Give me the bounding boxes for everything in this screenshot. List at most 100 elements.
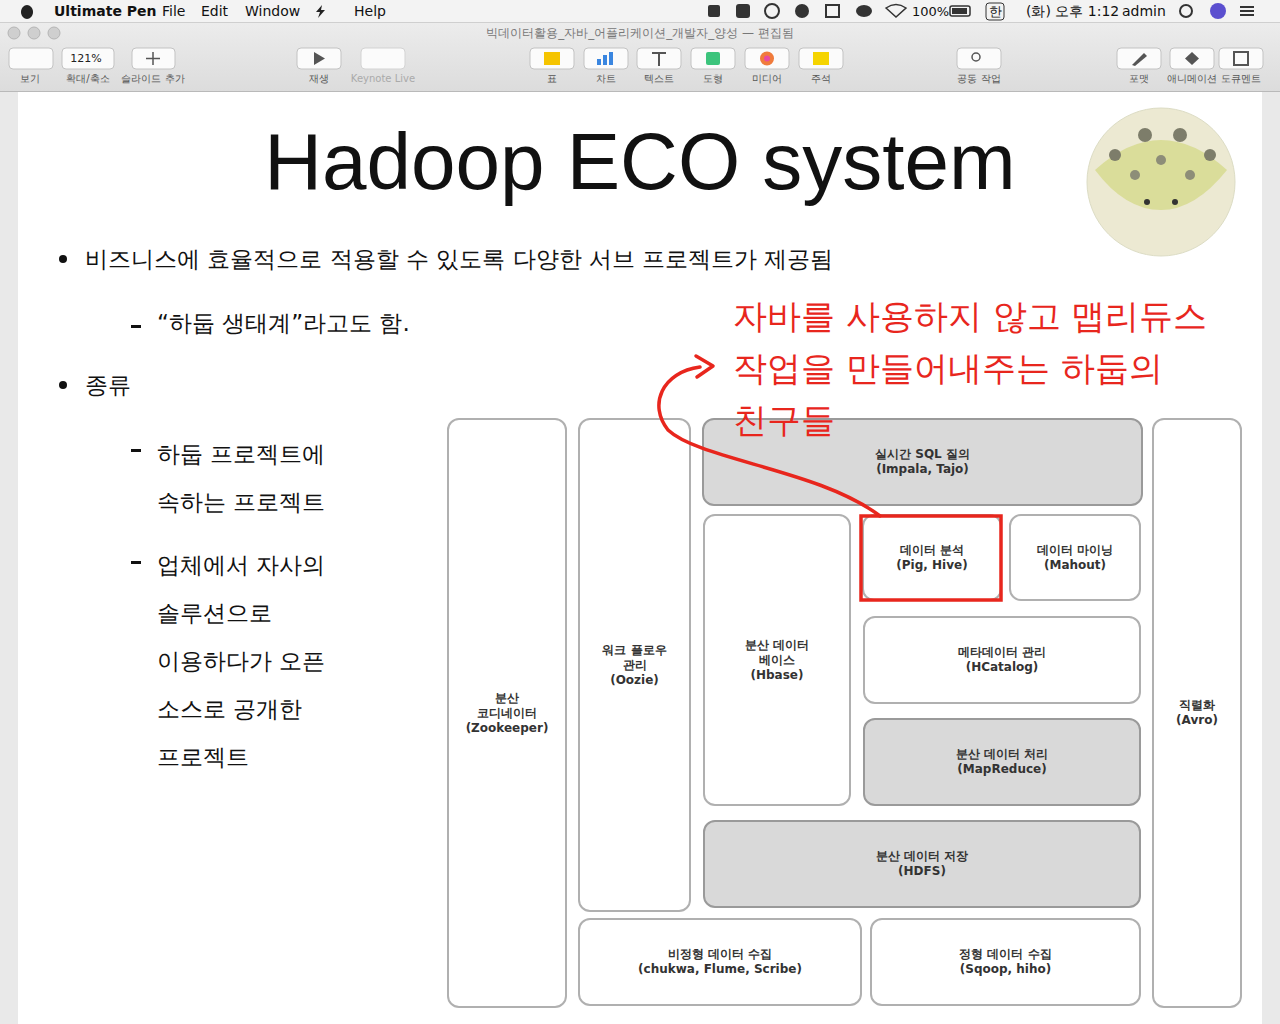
bullet-text: 하둡 프로젝트에 속하는 프로젝트 bbox=[157, 430, 342, 526]
slide-margin bbox=[0, 92, 18, 1024]
traffic-light bbox=[28, 27, 40, 39]
toolbar-label: 보기 bbox=[20, 73, 40, 85]
component-examples: (Oozie) bbox=[610, 673, 659, 688]
siri-icon bbox=[1210, 3, 1226, 19]
component-name: 실시간 SQL 질의 bbox=[875, 447, 970, 462]
user-name: admin bbox=[1122, 3, 1166, 19]
slide-margin bbox=[1262, 92, 1280, 1024]
toolbar-button bbox=[132, 48, 175, 69]
status-icon bbox=[736, 4, 750, 18]
component-name: 분산 데이터 저장 bbox=[876, 849, 968, 864]
menu-item: File bbox=[162, 3, 185, 19]
spike bbox=[1156, 155, 1166, 165]
plus-icon bbox=[146, 52, 160, 65]
play-icon bbox=[314, 52, 325, 65]
bullet-dash bbox=[131, 325, 141, 328]
toolbar-button bbox=[1170, 48, 1214, 69]
component-name: 직렬화 bbox=[1179, 698, 1215, 713]
component-name: 분산 데이터 베이스 bbox=[727, 638, 827, 668]
bullet-dot bbox=[59, 255, 67, 263]
toolbar-button bbox=[799, 48, 843, 69]
menu-item: Edit bbox=[201, 3, 228, 19]
toolbar-label: 애니메이션 bbox=[1167, 73, 1217, 85]
toolbar-button bbox=[1219, 48, 1263, 69]
menu-item: Window bbox=[245, 3, 300, 19]
toolbar-label: 주석 bbox=[811, 73, 831, 85]
window-title: 빅데이터활용_자바_어플리케이션_개발자_양성 — 편집됨 bbox=[486, 26, 794, 40]
component-examples: (MapReduce) bbox=[957, 762, 1046, 777]
component-box: 메타데이터 관리(HCatalog) bbox=[863, 616, 1141, 704]
chart-icon bbox=[603, 55, 607, 65]
component-box: 데이터 마이닝(Mahout) bbox=[1009, 514, 1141, 601]
input-box bbox=[986, 3, 1004, 20]
toolbar-label: 공동 작업 bbox=[957, 73, 1000, 85]
status-icon bbox=[856, 5, 872, 17]
component-name: 비정형 데이터 수집 bbox=[668, 947, 772, 962]
text-icon bbox=[652, 53, 666, 66]
fish-body bbox=[1087, 108, 1235, 256]
toolbar-label: 도형 bbox=[703, 73, 723, 85]
toolbar-label: 도큐멘트 bbox=[1221, 73, 1261, 85]
component-box: 워크 플로우 관리(Oozie) bbox=[578, 418, 691, 912]
chart-icon bbox=[609, 52, 613, 65]
script-icon bbox=[316, 5, 325, 18]
toolbar-label: 슬라이드 추가 bbox=[121, 73, 184, 85]
toolbar-button bbox=[62, 48, 114, 69]
component-box: 분산 데이터 저장(HDFS) bbox=[703, 820, 1141, 908]
search-icon bbox=[1180, 5, 1192, 17]
component-examples: (Hbase) bbox=[751, 668, 804, 683]
media-icon bbox=[764, 56, 770, 62]
menu-app: Ultimate Pen bbox=[54, 3, 156, 19]
component-box: 데이터 분석(Pig, Hive) bbox=[862, 514, 1002, 601]
component-box: 분산 데이터 베이스(Hbase) bbox=[703, 514, 851, 806]
component-name: 정형 데이터 수집 bbox=[959, 947, 1051, 962]
status-icon bbox=[765, 4, 779, 18]
pufferfish-illustration bbox=[1075, 100, 1255, 270]
table-icon bbox=[544, 52, 560, 65]
component-examples: (HDFS) bbox=[898, 864, 946, 879]
annotation-text: 자바를 사용하지 않고 맵리듀스 작업을 만들어내주는 하둡의 친구들 bbox=[733, 290, 1233, 446]
shape-icon bbox=[706, 52, 720, 65]
comment-icon bbox=[813, 52, 829, 65]
slide-title: Hadoop ECO system bbox=[264, 112, 1015, 212]
clock: (화) 오후 1:12 bbox=[1026, 3, 1119, 19]
document-icon bbox=[1234, 52, 1248, 65]
arrow-head bbox=[696, 356, 713, 377]
toolbar-label: 확대/축소 bbox=[66, 73, 109, 85]
component-examples: (Avro) bbox=[1176, 713, 1218, 728]
fish-eye bbox=[1144, 199, 1150, 205]
format-icon bbox=[1132, 53, 1147, 66]
battery-percent: 100% bbox=[912, 4, 949, 19]
toolbar-label: 재생 bbox=[309, 73, 329, 85]
component-box: 비정형 데이터 수집(chukwa, Flume, Scribe) bbox=[578, 918, 862, 1006]
bullet-text: “하둡 생태계”라고도 함. bbox=[157, 307, 410, 339]
toolbar-label: 텍스트 bbox=[644, 73, 674, 85]
bullet-text: 종류 bbox=[85, 369, 131, 401]
bullet-text: 비즈니스에 효율적으로 적용할 수 있도록 다양한 서브 프로젝트가 제공됨 bbox=[85, 243, 834, 275]
component-name: 데이터 분석 bbox=[900, 543, 964, 558]
toolbar-label: 미디어 bbox=[752, 73, 782, 85]
toolbar-button bbox=[745, 48, 789, 69]
status-icon bbox=[795, 4, 809, 18]
spike bbox=[1185, 170, 1195, 180]
component-examples: (Pig, Hive) bbox=[896, 558, 967, 573]
spike bbox=[1138, 128, 1152, 142]
status-icon bbox=[708, 5, 720, 17]
toolbar-label: 차트 bbox=[596, 73, 616, 85]
toolbar-button bbox=[297, 48, 341, 69]
spike bbox=[1204, 149, 1216, 161]
toolbar-button bbox=[691, 48, 735, 69]
collab-icon bbox=[972, 53, 980, 61]
spike bbox=[1109, 149, 1121, 161]
component-examples: (Sqoop, hiho) bbox=[960, 962, 1051, 977]
traffic-light bbox=[8, 27, 20, 39]
toolbar-label: Keynote Live bbox=[351, 73, 415, 85]
input-source: 한 bbox=[989, 4, 1002, 19]
spike bbox=[1173, 128, 1187, 142]
component-box: 직렬화(Avro) bbox=[1152, 418, 1242, 1008]
animate-icon bbox=[1185, 52, 1199, 65]
toolbar-label: 포맷 bbox=[1129, 73, 1149, 85]
component-examples: (chukwa, Flume, Scribe) bbox=[638, 962, 802, 977]
leader-arrow bbox=[659, 367, 880, 516]
